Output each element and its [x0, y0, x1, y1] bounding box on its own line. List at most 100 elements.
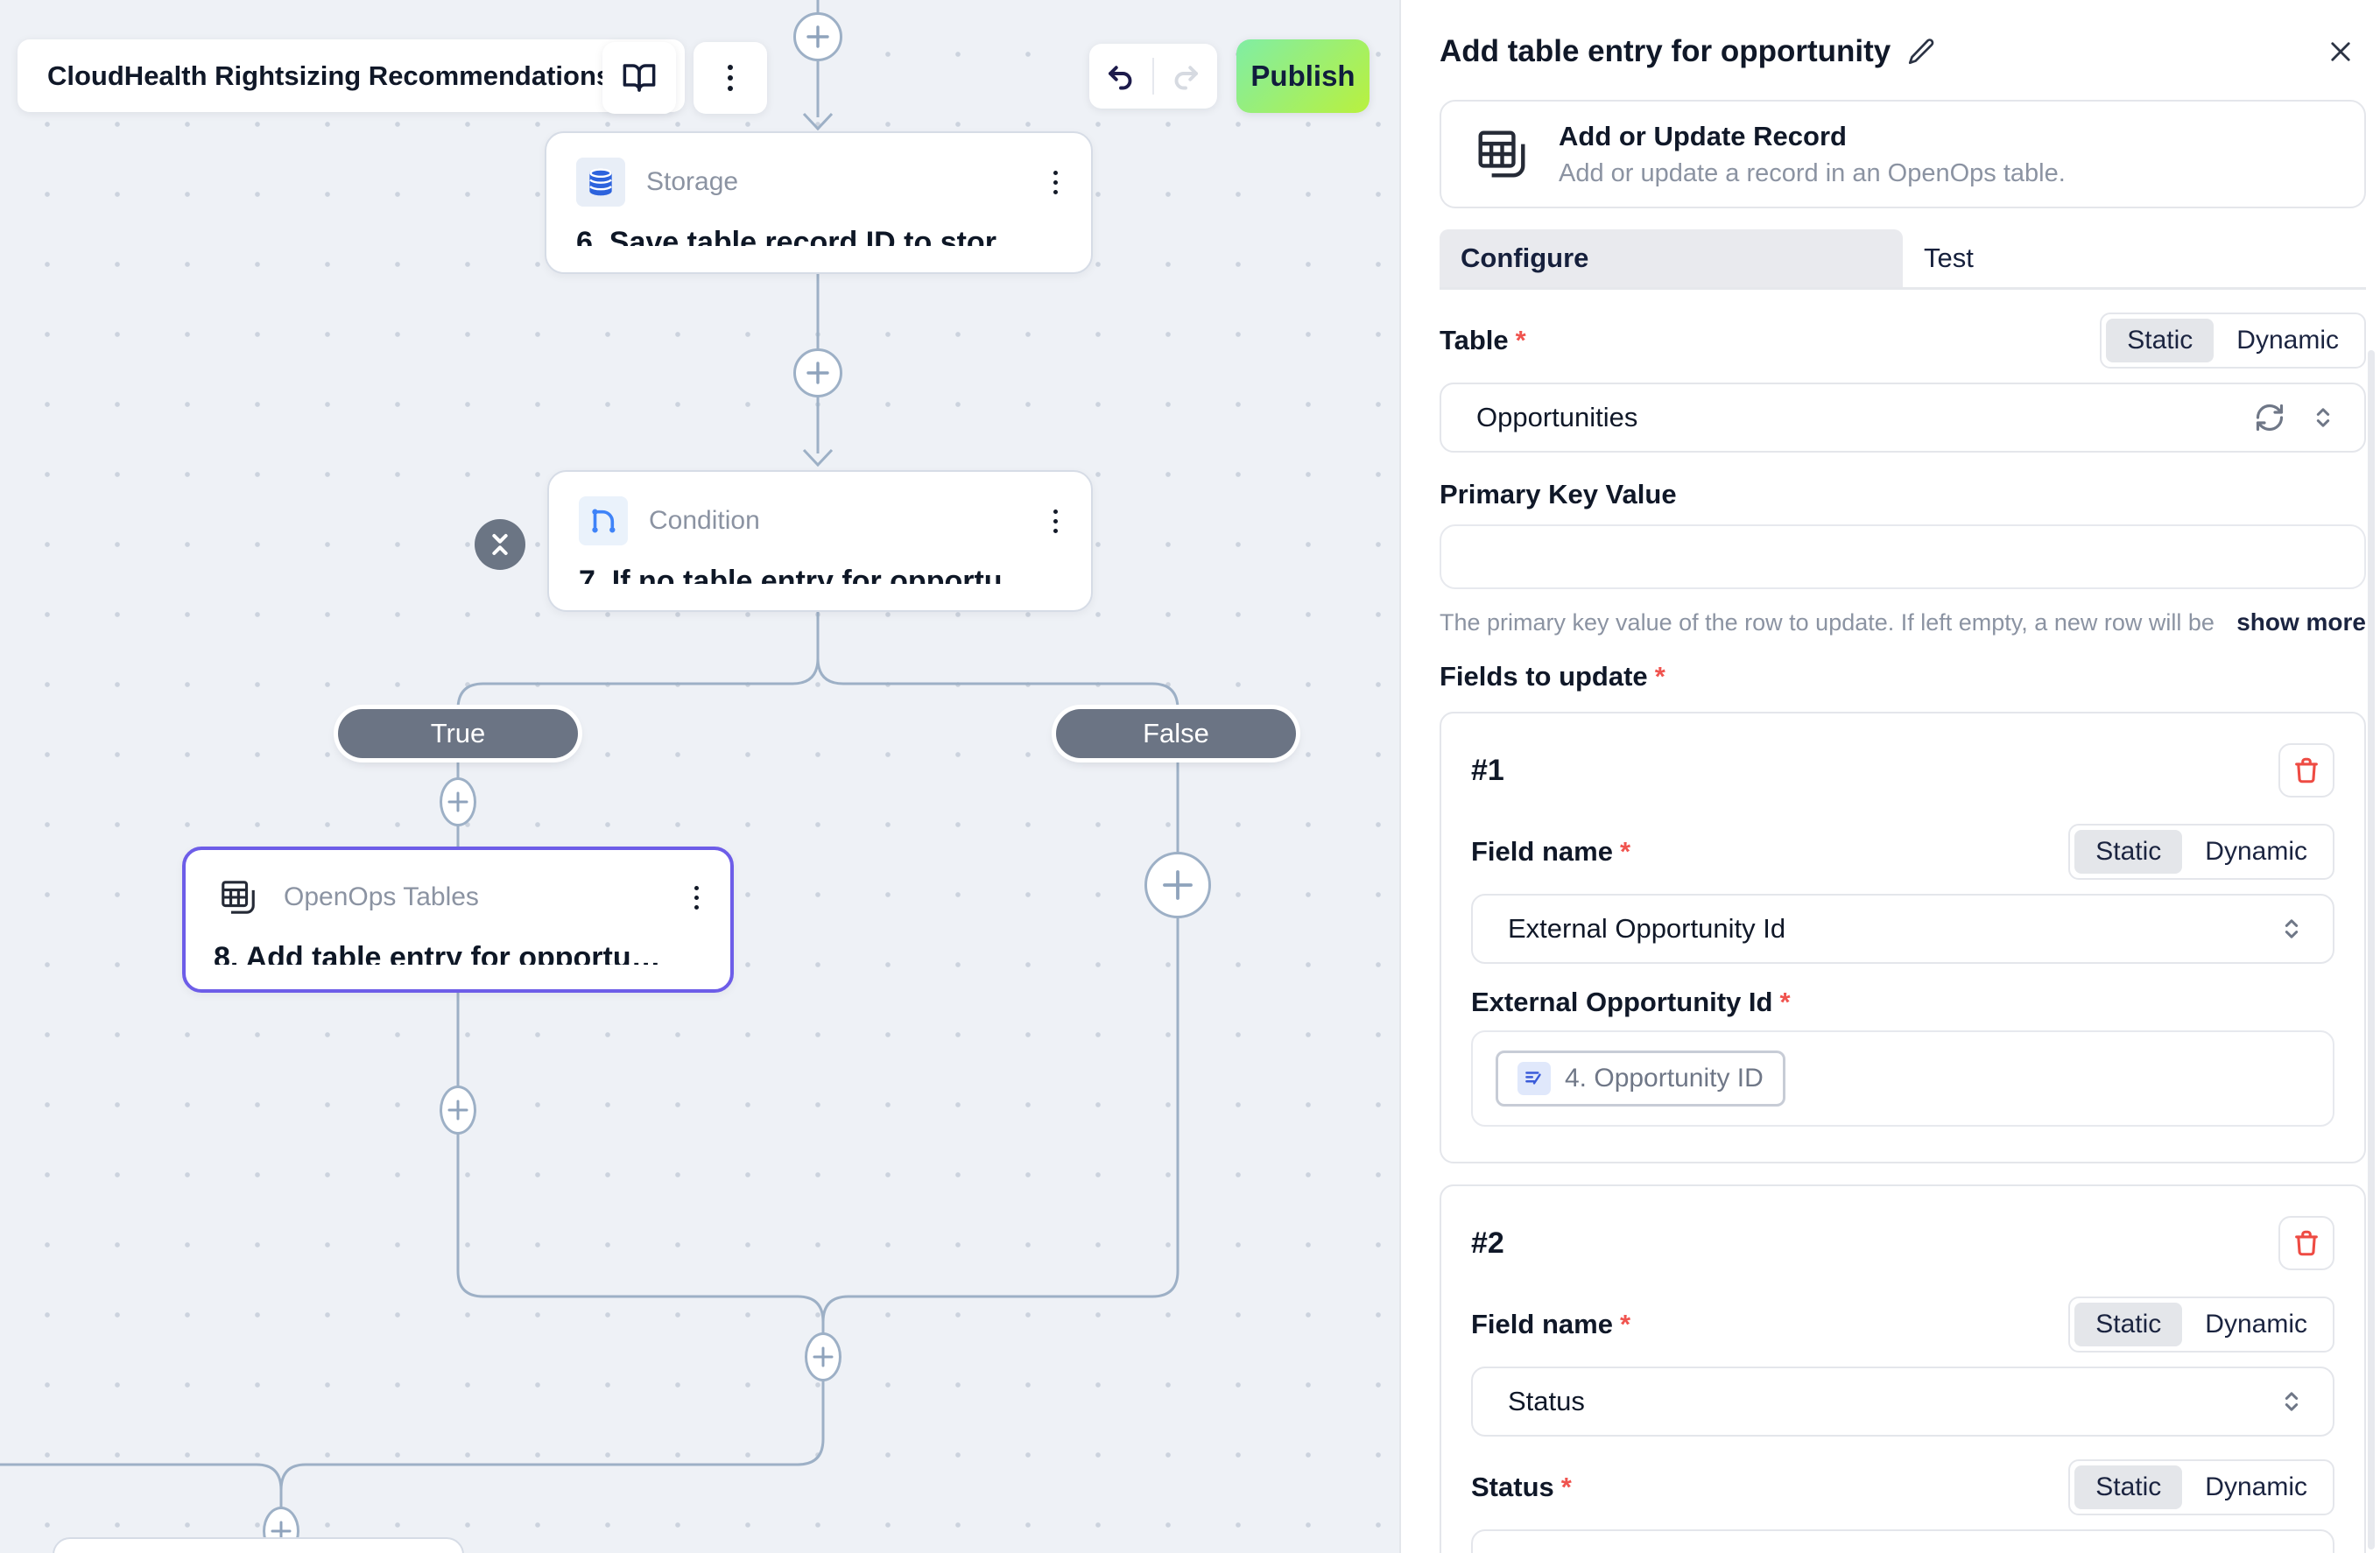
rename-step-button[interactable]: [1906, 37, 1936, 67]
toggle-static[interactable]: Static: [2074, 1303, 2183, 1346]
step-node-partial[interactable]: [53, 1537, 464, 1553]
action-info-card: Add or Update Record Add or update a rec…: [1440, 100, 2366, 208]
show-more-link[interactable]: show more: [2236, 608, 2366, 636]
storage-database-icon: [576, 158, 625, 207]
undo-button[interactable]: [1089, 44, 1152, 109]
toggle-static[interactable]: Static: [2074, 1465, 2183, 1509]
add-step-button[interactable]: [440, 777, 476, 826]
step-node-openops-tables[interactable]: OpenOps Tables 8. Add table entry for op…: [182, 847, 734, 993]
node-type-label: Storage: [646, 167, 739, 196]
plus-icon: [806, 25, 829, 48]
node-menu-button[interactable]: [1048, 506, 1063, 537]
flow-canvas[interactable]: Storage 6. Save table record ID to stor……: [0, 0, 1399, 1553]
tables-icon: [1478, 130, 1525, 178]
step-settings-panel: Add table entry for opportunity: [1399, 0, 2380, 1553]
chevrons-up-down-icon: [2316, 408, 2330, 427]
status-select[interactable]: Created: [1471, 1529, 2334, 1553]
add-step-button[interactable]: [440, 1086, 476, 1135]
toggle-dynamic[interactable]: Dynamic: [2205, 837, 2307, 866]
pencil-icon: [1909, 39, 1934, 65]
field-name-select[interactable]: Status: [1471, 1367, 2334, 1437]
fields-to-update-label: Fields to update*: [1440, 661, 1665, 692]
plus-icon: [813, 1346, 834, 1367]
status-label: Status*: [1471, 1472, 1572, 1502]
plus-icon: [1163, 870, 1193, 900]
table-select[interactable]: Opportunities: [1440, 383, 2366, 453]
step-node-condition[interactable]: Condition 7. If no table entry for oppor…: [547, 470, 1093, 612]
plus-icon: [271, 1521, 292, 1542]
divider: [1152, 58, 1154, 95]
field-name-static-dynamic-toggle: Static Dynamic: [2068, 824, 2334, 880]
action-description: Add or update a record in an OpenOps tab…: [1559, 158, 2066, 187]
field-card-1: #1 Field name* Static Dynamic: [1440, 712, 2366, 1163]
step-node-storage[interactable]: Storage 6. Save table record ID to stor…: [545, 131, 1093, 274]
plus-icon: [806, 362, 829, 384]
refresh-icon[interactable]: [2254, 402, 2285, 433]
status-static-dynamic-toggle: Static Dynamic: [2068, 1459, 2334, 1515]
add-step-button[interactable]: [793, 348, 842, 397]
table-field-label: Table*: [1440, 325, 1526, 355]
panel-scrollbar[interactable]: [2368, 350, 2375, 1549]
panel-tabs: Configure Test: [1440, 229, 2366, 290]
node-menu-button[interactable]: [1048, 167, 1063, 198]
flow-name-dropdown[interactable]: CloudHealth Rightsizing Recommendations: [18, 39, 686, 112]
docs-button[interactable]: [602, 42, 676, 114]
primary-key-help: The primary key value of the row to upda…: [1440, 609, 2216, 636]
plus-icon: [447, 791, 468, 812]
field-value-label: External Opportunity Id*: [1471, 987, 1791, 1017]
close-panel-button[interactable]: [2320, 32, 2361, 72]
chevrons-collapse-icon: [492, 534, 508, 555]
node-title: 6. Save table record ID to stor…: [576, 226, 1026, 246]
flow-name-label: CloudHealth Rightsizing Recommendations: [47, 60, 612, 91]
kebab-icon: [722, 61, 738, 95]
branch-label-true: True: [338, 709, 578, 758]
trash-icon: [2295, 757, 2318, 784]
redo-button[interactable]: [1154, 44, 1217, 109]
trash-icon: [2295, 1230, 2318, 1256]
delete-field-button[interactable]: [2278, 1216, 2334, 1270]
flow-edges: [0, 0, 1179, 1553]
field-value-input[interactable]: 4. Opportunity ID: [1471, 1030, 2334, 1127]
plus-icon: [447, 1100, 468, 1121]
node-title: 7. If no table entry for opportu…: [579, 565, 1032, 584]
redo-icon: [1174, 66, 1198, 90]
undo-icon: [1109, 66, 1132, 90]
publish-button[interactable]: Publish: [1236, 39, 1370, 113]
chevrons-up-down-icon: [2277, 1549, 2306, 1553]
flow-more-menu-button[interactable]: [694, 42, 767, 114]
node-menu-button[interactable]: [689, 882, 704, 913]
toggle-static[interactable]: Static: [2074, 830, 2183, 874]
tab-configure[interactable]: Configure: [1440, 229, 1903, 287]
table-static-dynamic-toggle: Static Dynamic: [2100, 313, 2366, 369]
tables-icon: [214, 873, 263, 922]
primary-key-label: Primary Key Value: [1440, 479, 1677, 509]
branch-label-false: False: [1056, 709, 1296, 758]
field-card-2: #2 Field name* Static Dynamic: [1440, 1184, 2366, 1553]
primary-key-input[interactable]: [1440, 524, 2366, 589]
node-type-label: OpenOps Tables: [284, 882, 479, 911]
close-icon: [2331, 42, 2350, 61]
field-name-select[interactable]: External Opportunity Id: [1471, 894, 2334, 964]
toggle-dynamic[interactable]: Dynamic: [2236, 326, 2339, 355]
token-variable-icon: [1517, 1062, 1551, 1095]
action-name: Add or Update Record: [1559, 120, 1847, 151]
toggle-dynamic[interactable]: Dynamic: [2205, 1310, 2307, 1339]
primary-key-help-row: The primary key value of the row to upda…: [1440, 608, 2366, 636]
toggle-dynamic[interactable]: Dynamic: [2205, 1472, 2307, 1501]
field-card-index: #2: [1471, 1226, 1504, 1260]
data-token-chip[interactable]: 4. Opportunity ID: [1496, 1051, 1785, 1107]
delete-field-button[interactable]: [2278, 743, 2334, 798]
chevrons-up-down-icon: [2285, 1392, 2299, 1411]
chevrons-up-down-icon: [2285, 919, 2299, 938]
tab-test[interactable]: Test: [1924, 242, 1974, 273]
node-title: 8. Add table entry for opportu…: [214, 941, 661, 965]
toggle-static[interactable]: Static: [2106, 319, 2215, 362]
add-step-button[interactable]: [793, 12, 842, 61]
condition-branch-icon: [579, 496, 628, 545]
add-step-button[interactable]: [805, 1332, 841, 1381]
field-name-static-dynamic-toggle: Static Dynamic: [2068, 1297, 2334, 1353]
add-step-button[interactable]: [1144, 852, 1211, 918]
collapse-branches-button[interactable]: [475, 519, 525, 570]
field-card-index: #1: [1471, 753, 1504, 787]
